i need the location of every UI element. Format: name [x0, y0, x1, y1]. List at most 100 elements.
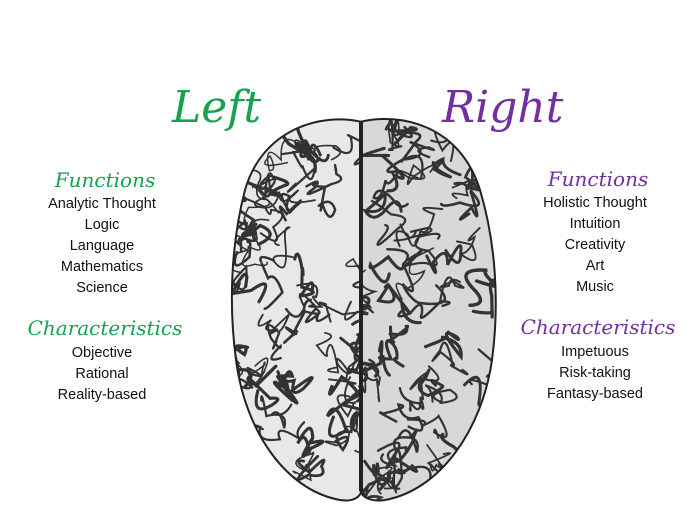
brain-fold: [379, 403, 424, 432]
brain-fold: [231, 213, 248, 235]
brain-fold: [240, 185, 271, 241]
brain-fold: [393, 118, 429, 145]
brain-fold: [327, 378, 357, 418]
list-item: Impetuous: [561, 344, 629, 360]
brain-fold: [293, 252, 315, 298]
brain-fold: [395, 206, 444, 248]
brain-fold: [393, 223, 433, 242]
brain-fold: [360, 487, 384, 501]
brain-fold: [339, 336, 362, 389]
list-item: Language: [69, 238, 135, 254]
brain-fold: [370, 199, 407, 246]
brain-fold: [417, 368, 445, 398]
brain-fold: [360, 352, 380, 397]
left-characteristics-list: Objective Rational Reality-based: [2, 343, 202, 406]
brain-fold: [264, 138, 300, 172]
list-item: Analytic Thought: [48, 196, 156, 212]
list-item: Art: [585, 258, 605, 274]
list-item: Risk-taking: [559, 365, 631, 381]
left-functions-heading: Functions: [54, 168, 156, 192]
brain-fold: [426, 444, 452, 474]
brain-fold: [360, 340, 384, 383]
list-item: Music: [576, 279, 614, 295]
brain-fold: [253, 189, 316, 209]
brain-fold: [260, 395, 293, 429]
brain-fold: [234, 234, 268, 267]
brain-fold: [431, 156, 462, 179]
brain-fold: [349, 404, 362, 433]
right-title: Right: [442, 82, 564, 133]
brain-fold: [296, 455, 326, 481]
brain-fold: [403, 140, 435, 180]
right-functions-heading: Functions: [547, 167, 649, 191]
brain-fold: [272, 226, 294, 269]
list-item: Holistic Thought: [543, 195, 647, 211]
brain-fold: [384, 118, 400, 147]
brain-fold: [259, 255, 284, 310]
brain-fold: [386, 324, 410, 368]
brain-fold: [360, 277, 379, 314]
brain-fold: [256, 172, 276, 198]
brain-fold: [284, 306, 331, 324]
brain-fold: [465, 454, 496, 483]
left-characteristics-heading: Characteristics: [27, 316, 183, 340]
list-item: Science: [76, 280, 128, 296]
right-characteristics-list: Impetuous Risk-taking Fantasy-based: [495, 342, 695, 405]
brain-fold: [257, 313, 290, 335]
brain-fold: [361, 146, 405, 193]
brain-fold: [231, 411, 252, 442]
brain-fold: [315, 332, 340, 374]
brain-fold: [438, 276, 465, 304]
brain-fold: [397, 300, 451, 319]
brain-fold: [233, 236, 252, 267]
brain-fold: [471, 278, 496, 319]
brain-fold: [334, 391, 362, 453]
right-characteristics-heading: Characteristics: [520, 315, 676, 339]
left-title: Left: [172, 82, 262, 133]
brain-fold: [398, 386, 425, 412]
brain-fold: [276, 370, 314, 405]
brain-fold: [377, 325, 396, 377]
brain-fold: [266, 324, 282, 361]
brain-fold: [345, 251, 362, 295]
brain-fold: [360, 269, 372, 309]
list-item: Rational: [75, 366, 129, 382]
brain-fold: [256, 474, 299, 495]
brain-fold: [474, 439, 496, 468]
brain-fold: [231, 473, 254, 501]
brain-fold: [376, 429, 419, 455]
brain-fold: [231, 444, 257, 501]
brain-fold: [362, 190, 403, 219]
list-item: Reality-based: [57, 387, 147, 403]
list-item: Logic: [84, 217, 120, 233]
brain-fold: [332, 134, 362, 166]
brain-fold: [406, 414, 448, 439]
right-functions-list: Holistic Thought Intuition Creativity Ar…: [495, 193, 695, 298]
brain-fold: [384, 439, 419, 473]
brain-fold: [424, 384, 458, 405]
brain-fold: [287, 119, 322, 121]
list-item: Objective: [71, 345, 133, 361]
brain-fold: [431, 341, 469, 376]
list-item: Mathematics: [60, 259, 144, 275]
left-functions-list: Analytic Thought Logic Language Mathemat…: [2, 194, 202, 299]
brain-fold: [278, 192, 302, 222]
brain-fold: [424, 330, 463, 361]
brain-fold: [305, 163, 343, 196]
brain-fold: [360, 470, 401, 500]
brain-fold: [425, 244, 463, 274]
brain-fold: [248, 364, 280, 411]
brain-fold: [318, 300, 360, 323]
brain-fold: [372, 170, 409, 208]
brain-fold: [386, 125, 422, 174]
list-item: Creativity: [564, 237, 626, 253]
brain-fold: [453, 166, 481, 194]
brain-fold: [386, 248, 447, 306]
brain-fold: [238, 195, 284, 242]
list-item: Intuition: [569, 216, 621, 232]
brain-fold: [335, 357, 359, 383]
brain-fold: [325, 398, 362, 438]
brain-fold: [360, 376, 367, 399]
brain-fold: [282, 298, 312, 344]
